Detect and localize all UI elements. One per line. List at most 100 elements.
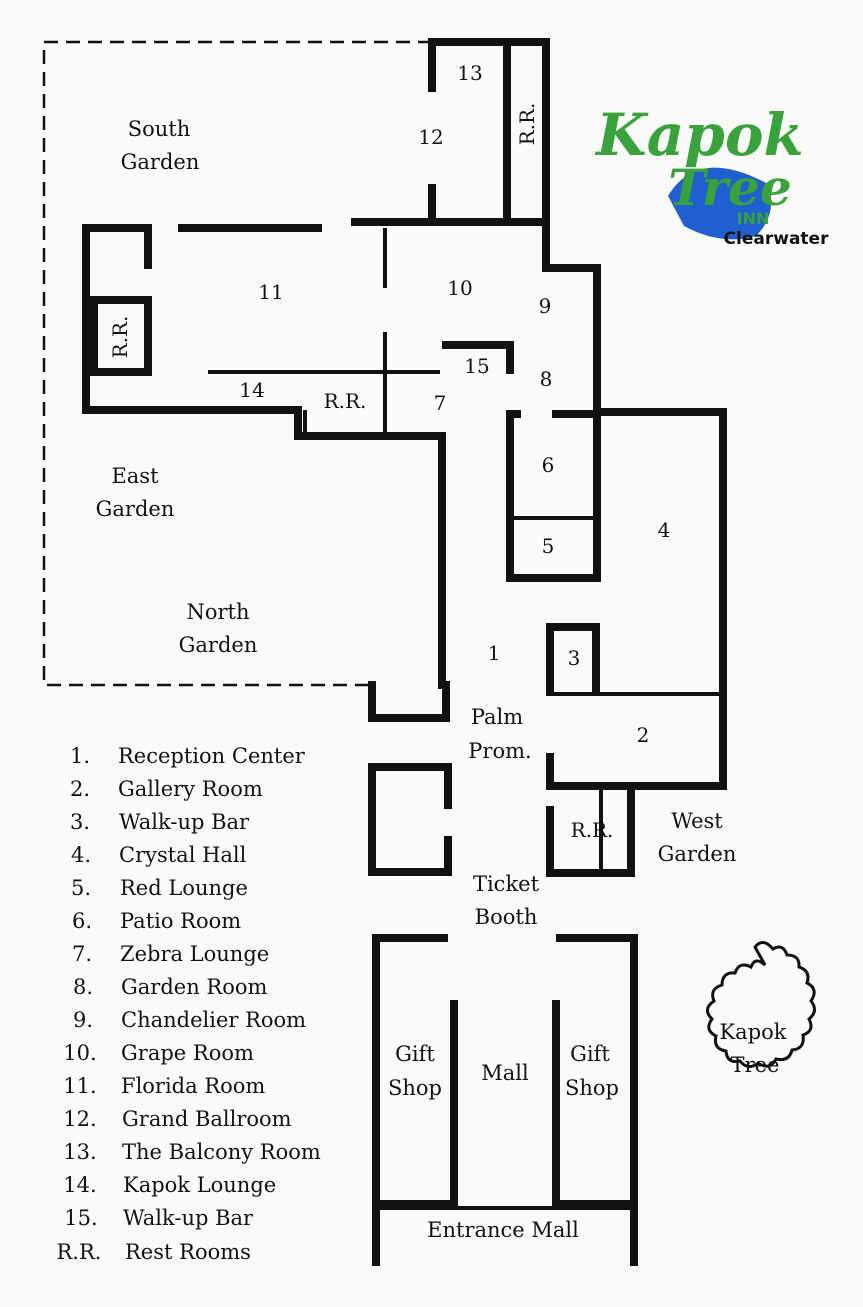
kapok-tree-line1: Kapok [719, 1020, 786, 1044]
legend-key: 1. [70, 744, 90, 768]
legend-key: 9. [73, 1008, 93, 1032]
east-garden-line1: East [111, 464, 159, 488]
restroom-right-label: R.R. [571, 818, 614, 842]
room-2-label: 2 [637, 723, 650, 747]
legend-label: The Balcony Room [122, 1140, 321, 1164]
legend-label: Patio Room [120, 909, 241, 933]
room-10-label: 10 [447, 276, 472, 300]
room-9-label: 9 [539, 294, 552, 318]
legend-key: 2. [70, 777, 90, 801]
room-6-label: 6 [542, 453, 555, 477]
legend-key: 10. [63, 1041, 96, 1065]
room-13-label: 13 [457, 61, 482, 85]
legend-key: 15. [64, 1206, 97, 1230]
gift-shop-left-line2: Shop [388, 1076, 442, 1100]
legend-item: 4. Crystal Hall [71, 843, 247, 867]
legend-label: Rest Rooms [125, 1240, 251, 1264]
room-1-label: 1 [488, 641, 501, 665]
room-8-label: 8 [540, 367, 553, 391]
gift-shop-right-line2: Shop [565, 1076, 619, 1100]
logo-kapok: Kapok [594, 101, 803, 169]
legend-label: Zebra Lounge [120, 942, 269, 966]
legend-label: Grand Ballroom [122, 1107, 292, 1131]
garden-boundary [42, 40, 432, 687]
legend-label: Chandelier Room [121, 1008, 306, 1032]
mall-label: Mall [481, 1061, 529, 1085]
legend-key: 7. [72, 942, 92, 966]
south-garden-line1: South [128, 117, 191, 141]
legend-item: 6. Patio Room [72, 909, 241, 933]
legend-key: 13. [63, 1140, 96, 1164]
west-garden-line1: West [671, 809, 723, 833]
room-12-label: 12 [418, 125, 443, 149]
legend-label: Red Lounge [120, 876, 248, 900]
ticket-booth-line2: Booth [475, 905, 538, 929]
east-garden-line2: Garden [96, 497, 175, 521]
room-15-label: 15 [464, 354, 489, 378]
room-14-label: 14 [239, 378, 264, 402]
kapok-tree-line2: Tree [731, 1053, 780, 1077]
legend-item: 10. Grape Room [63, 1041, 254, 1065]
room-11-label: 11 [258, 280, 283, 304]
palm-prom-line2: Prom. [468, 739, 531, 763]
restroom-top-label: R.R. [515, 103, 539, 146]
legend-item: 13. The Balcony Room [63, 1140, 321, 1164]
legend-item: 14. Kapok Lounge [63, 1173, 276, 1197]
legend-key: 11. [63, 1074, 96, 1098]
legend-key: 4. [71, 843, 91, 867]
legend-item: 1. Reception Center [70, 744, 306, 768]
legend-item: 2. Gallery Room [70, 777, 263, 801]
building-walls [82, 38, 727, 1266]
legend-item: R.R. Rest Rooms [57, 1240, 251, 1264]
legend-label: Walk-up Bar [119, 810, 250, 834]
legend-label: Garden Room [121, 975, 268, 999]
logo-water-shape [668, 167, 772, 240]
legend-item: 7. Zebra Lounge [72, 942, 269, 966]
legend: 1. Reception Center 2. Gallery Room 3. Walk… [57, 744, 321, 1264]
restroom-left-label: R.R. [108, 316, 132, 359]
west-garden-line2: Garden [658, 842, 737, 866]
legend-key: 14. [63, 1173, 96, 1197]
restroom-mid-label: R.R. [324, 389, 367, 413]
legend-key: 12. [63, 1107, 96, 1131]
legend-key: 5. [71, 876, 91, 900]
palm-prom-line1: Palm [471, 705, 523, 729]
legend-key: 3. [70, 810, 90, 834]
room-4-label: 4 [658, 518, 671, 542]
legend-item: 11. Florida Room [63, 1074, 265, 1098]
legend-label: Gallery Room [118, 777, 263, 801]
legend-label: Reception Center [118, 744, 306, 768]
legend-key: 8. [73, 975, 93, 999]
legend-item: 15. Walk-up Bar [64, 1206, 254, 1230]
legend-item: 3. Walk-up Bar [70, 810, 250, 834]
legend-item: 12. Grand Ballroom [63, 1107, 291, 1131]
room-7-label: 7 [434, 391, 447, 415]
room-3-label: 3 [568, 646, 581, 670]
kapok-tree-inn-logo: Kapok Tree INN Clearwater [594, 101, 829, 249]
legend-label: Walk-up Bar [123, 1206, 254, 1230]
logo-city: Clearwater [724, 229, 830, 249]
north-garden-line2: Garden [179, 633, 258, 657]
logo-tree: Tree [668, 158, 792, 217]
legend-item: 8. Garden Room [73, 975, 268, 999]
south-garden-line2: Garden [121, 150, 200, 174]
legend-label: Florida Room [121, 1074, 265, 1098]
legend-key: R.R. [57, 1240, 102, 1264]
ticket-booth-line1: Ticket [473, 872, 540, 896]
entrance-mall-label: Entrance Mall [427, 1218, 579, 1242]
north-garden-line1: North [186, 600, 249, 624]
kapok-tree-icon [706, 941, 816, 1068]
gift-shop-left-line1: Gift [395, 1042, 435, 1066]
legend-item: 9. Chandelier Room [73, 1008, 306, 1032]
legend-label: Grape Room [121, 1041, 254, 1065]
logo-inn: INN [737, 209, 770, 228]
legend-label: Crystal Hall [119, 843, 247, 867]
room-5-label: 5 [542, 534, 555, 558]
legend-key: 6. [72, 909, 92, 933]
legend-item: 5. Red Lounge [71, 876, 248, 900]
room-number-labels: 13 12 11 10 9 15 8 14 7 6 4 5 1 3 2 R.R.… [108, 61, 670, 842]
gift-shop-right-line1: Gift [570, 1042, 610, 1066]
legend-label: Kapok Lounge [123, 1173, 276, 1197]
